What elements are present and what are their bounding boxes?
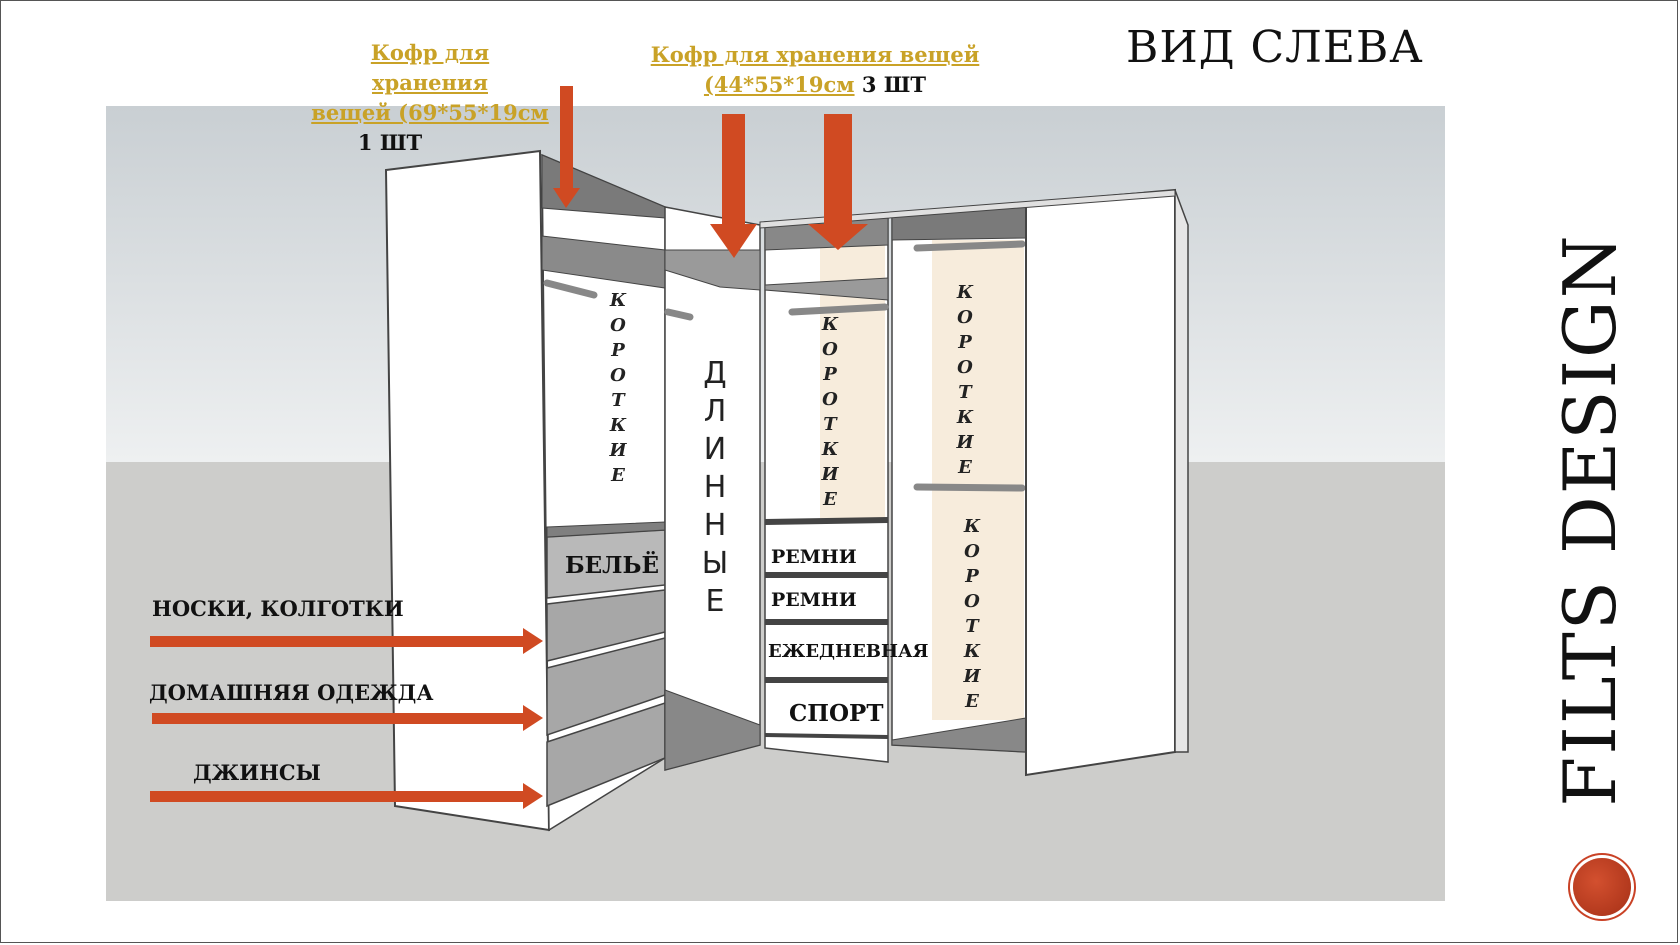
arrow-home-shaft xyxy=(152,713,525,724)
top-left-qty: 1 ШТ xyxy=(230,128,550,158)
top-left-line1: Кофр для хранения xyxy=(310,38,550,98)
arrow-top-right-shaft xyxy=(824,114,852,226)
label-belts-2: РЕМНИ xyxy=(771,589,857,611)
arrow-jeans-shaft xyxy=(150,791,525,802)
top-right-line1: Кофр для хранения вещей xyxy=(650,40,980,70)
top-left-label: Кофр для хранения вещей (69*55*19см 1 ШТ xyxy=(310,38,550,158)
right-side-panel xyxy=(1026,190,1175,775)
label-sport: СПОРТ xyxy=(789,700,883,727)
label-socks: НОСКИ, КОЛГОТКИ xyxy=(152,596,404,621)
arrow-socks-shaft xyxy=(150,636,525,647)
label-underwear: БЕЛЬЁ xyxy=(565,552,659,579)
label-home-clothes: ДОМАШНЯЯ ОДЕЖДА xyxy=(149,680,433,705)
red-circle-icon xyxy=(1573,858,1631,916)
center-shelf-a xyxy=(765,520,888,522)
center-shelf-e xyxy=(765,735,888,737)
label-belts-1: РЕМНИ xyxy=(771,546,857,568)
brand-logo-text: FILTS DESIGN xyxy=(1548,233,1632,806)
top-left-line2: вещей (69*55*19см xyxy=(310,98,550,128)
arrow-top-mid-shaft xyxy=(722,114,745,226)
right-lower-rod xyxy=(917,487,1022,488)
label-jeans: ДЖИНСЫ xyxy=(193,760,321,785)
middle-hanging-rod xyxy=(668,312,690,317)
arrow-top-left-shaft xyxy=(560,86,573,190)
label-daily: ЕЖЕДНЕВНАЯ xyxy=(768,641,929,662)
right-upper-rod xyxy=(917,244,1022,248)
top-right-label: Кофр для хранения вещей (44*55*19см 3 ШТ xyxy=(650,40,980,100)
view-title: ВИД СЛЕВА xyxy=(1126,22,1424,73)
top-right-qty: 3 ШТ xyxy=(862,72,926,97)
right-panel-edge xyxy=(1175,190,1188,752)
top-right-line2: (44*55*19см xyxy=(704,72,855,97)
